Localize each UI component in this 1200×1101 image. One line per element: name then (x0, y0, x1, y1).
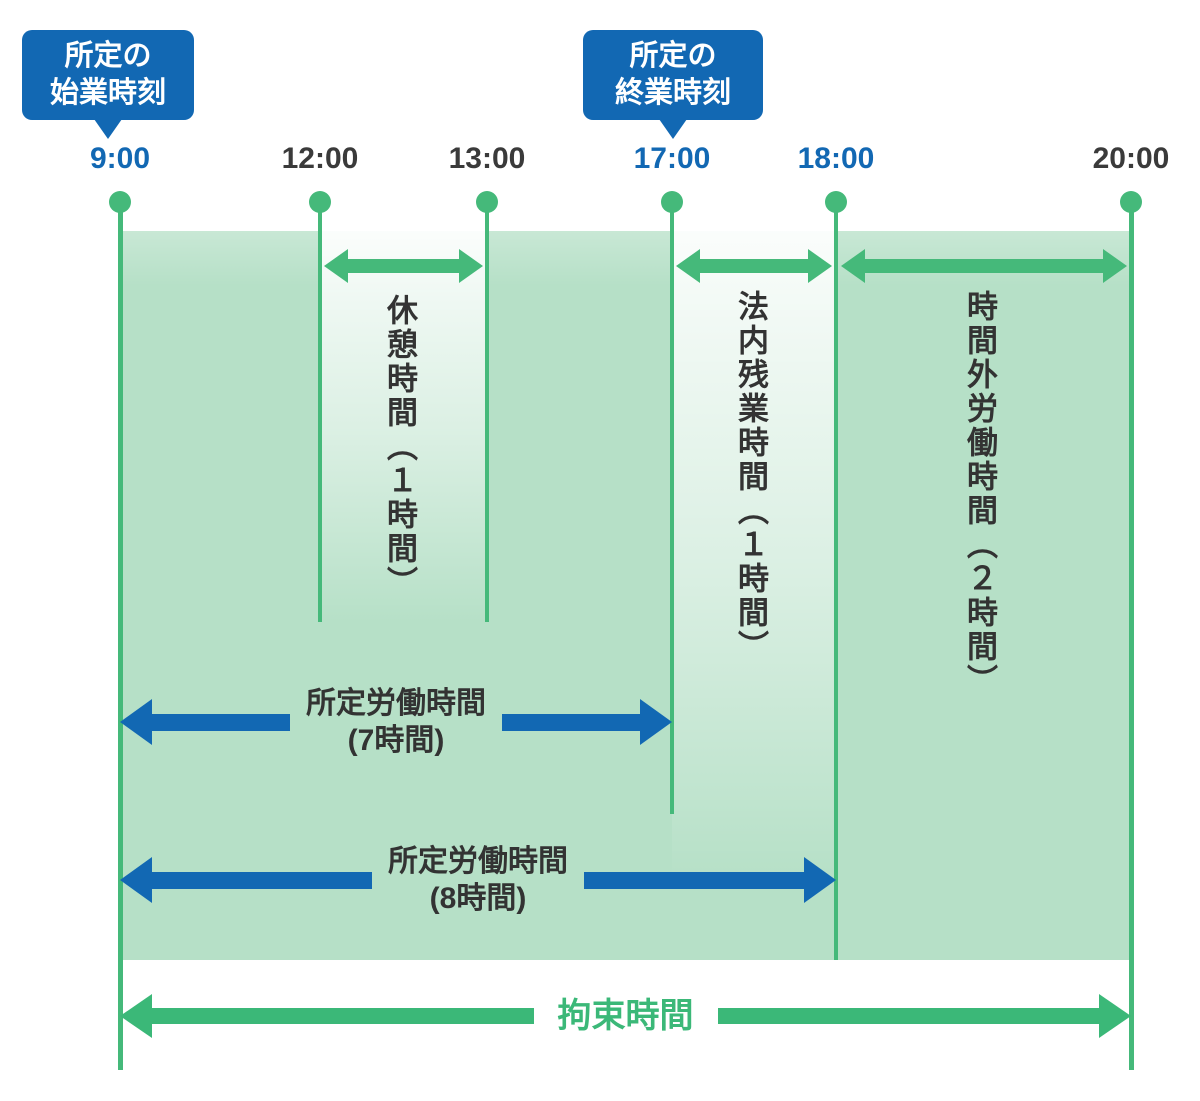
scheduled-7h-arrow: 所定労働時間 (7時間) (120, 676, 672, 768)
guide-line-18 (834, 202, 838, 960)
time-label-9: 9:00 (89, 142, 151, 175)
timeline-dot (476, 191, 498, 213)
end-time-callout: 所定の 終業時刻 (583, 30, 763, 139)
timeline-dot (825, 191, 847, 213)
binding-time-label: 拘束時間 (557, 996, 694, 1035)
guide-line-12 (318, 202, 322, 622)
legal-overtime-time-label: 法内残業時間（１時間） (733, 290, 768, 664)
start-callout-line2: 始業時刻 (49, 77, 166, 109)
arrow-head-right-icon (804, 857, 836, 903)
guide-line-17 (670, 202, 674, 814)
callout-tail-icon (94, 119, 122, 139)
time-label-20: 20:00 (1092, 142, 1170, 175)
time-label-18: 18:00 (797, 142, 875, 175)
guide-line-13 (485, 202, 489, 622)
timeline-dot (661, 191, 683, 213)
timeline-dot (1120, 191, 1142, 213)
legal-overtime-band (672, 231, 836, 881)
arrow-head-right-icon (1099, 994, 1131, 1038)
time-label-17: 17:00 (633, 142, 711, 175)
break-time-label: 休憩時間（１時間） (382, 294, 417, 600)
end-callout-line1: 所定の (629, 40, 717, 72)
overtime-work-time-label: 時間外労働時間（２時間） (962, 290, 997, 698)
arrow-head-left-icon (120, 994, 152, 1038)
time-label-13: 13:00 (448, 142, 526, 175)
start-time-callout: 所定の 始業時刻 (22, 30, 194, 139)
legal-overtime-span-arrow-icon (676, 249, 832, 283)
arrow-head-right-icon (640, 699, 672, 745)
arrow-head-left-icon (120, 857, 152, 903)
work-period-box (120, 231, 1131, 960)
time-label-12: 12:00 (281, 142, 359, 175)
end-callout-line2: 終業時刻 (614, 77, 731, 109)
overtime-span-arrow-icon (841, 249, 1127, 283)
break-span-arrow-icon (324, 249, 483, 283)
timeline-dot (309, 191, 331, 213)
scheduled-7h-label: 所定労働時間 (7時間) (306, 687, 486, 757)
guide-line-9 (118, 202, 123, 1070)
scheduled-8h-arrow: 所定労働時間 (8時間) (120, 834, 836, 926)
scheduled-8h-label: 所定労働時間 (8時間) (388, 845, 568, 915)
timeline-dot (109, 191, 131, 213)
guide-line-20 (1129, 202, 1134, 1070)
break-band (320, 231, 487, 623)
arrow-head-left-icon (120, 699, 152, 745)
start-callout-line1: 所定の (64, 40, 152, 72)
callout-tail-icon (659, 119, 687, 139)
binding-time-arrow: 拘束時間 (120, 970, 1131, 1062)
